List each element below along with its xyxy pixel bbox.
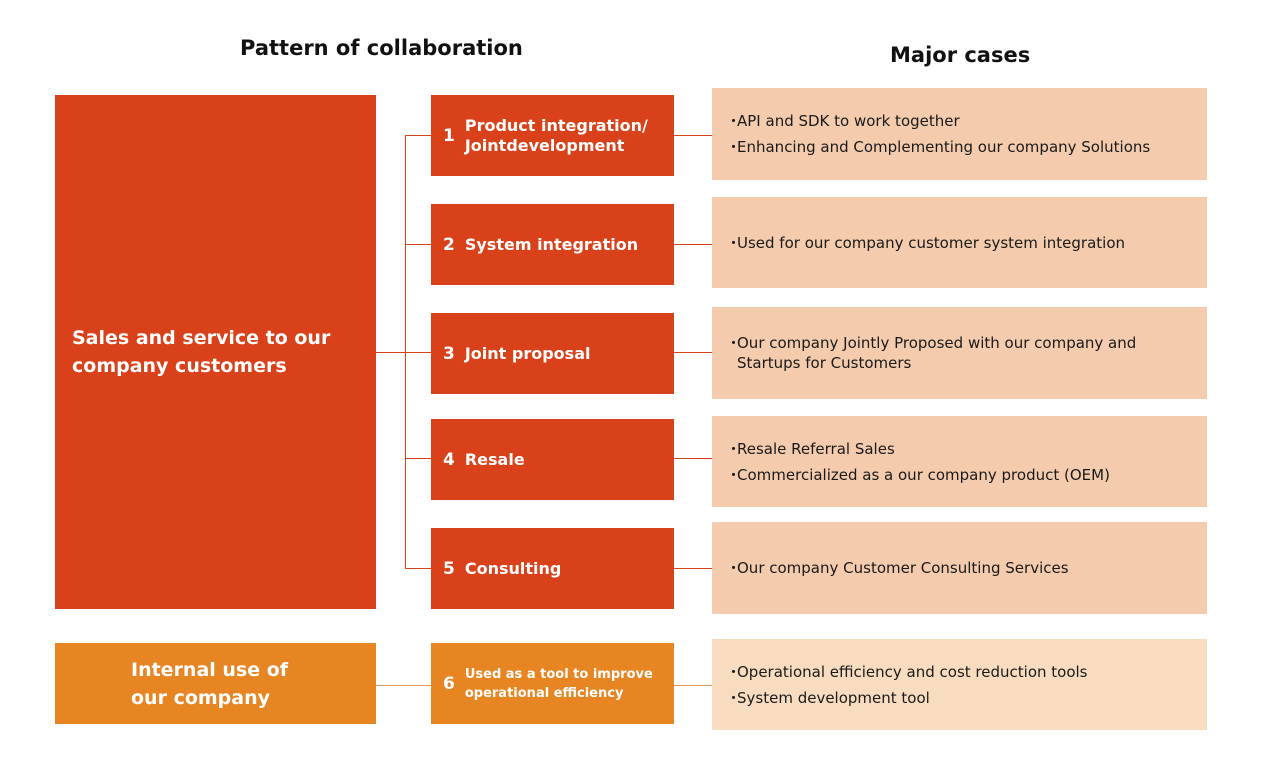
- case-item: ・Commercialized as a our company product…: [726, 462, 1207, 488]
- case-text: Our company Jointly Proposed with our co…: [737, 334, 1137, 372]
- sales-service-group-box: Sales and service to our company custome…: [55, 95, 376, 609]
- pattern-number: 4: [443, 449, 455, 470]
- pattern-number: 6: [443, 673, 455, 694]
- pattern-box-1: 1 Product integration/Jointdevelopment: [431, 95, 674, 176]
- pattern-box-4: 4 Resale: [431, 419, 674, 500]
- case-item: ・Operational efficiency and cost reducti…: [726, 659, 1207, 685]
- case-box-3: ・Our company Jointly Proposed with our c…: [712, 307, 1207, 399]
- bullet-icon: ・: [726, 662, 742, 681]
- connector-internal-to-pattern-6: [376, 685, 431, 686]
- pattern-label-line1: Used as a tool to improve: [464, 666, 653, 682]
- sales-group-label-line1: Sales and service to our: [72, 327, 331, 349]
- bullet-icon: ・: [726, 233, 742, 252]
- case-text: Resale Referral Sales: [737, 439, 895, 458]
- pattern-label: Consulting: [464, 558, 562, 578]
- connector-pattern-5-case: [674, 568, 712, 569]
- bullet-icon: ・: [726, 465, 742, 484]
- pattern-label-line2: operational efficiency: [464, 685, 624, 701]
- internal-group-label-line2: our company: [131, 686, 271, 709]
- connector-pattern-2-case: [674, 244, 712, 245]
- pattern-box-6: 6 Used as a tool to improve operational e…: [431, 643, 674, 724]
- bullet-icon: ・: [726, 138, 742, 156]
- connector-pattern-4-case: [674, 458, 712, 459]
- bullet-icon: ・: [726, 559, 742, 577]
- case-box-2: ・Used for our company customer system in…: [712, 197, 1207, 288]
- pattern-label-line1: Product integration/: [464, 115, 648, 135]
- internal-use-group-box: Internal use of our company: [55, 643, 376, 724]
- case-item: ・Our company Customer Consulting Service…: [726, 555, 1207, 581]
- pattern-label: Resale: [464, 449, 525, 469]
- case-item: ・System development tool: [726, 685, 1207, 711]
- connector-sales-to-trunk: [376, 352, 405, 353]
- connector-branch-5: [405, 568, 431, 569]
- sales-group-label-line2: company customers: [72, 355, 287, 377]
- pattern-number: 1: [443, 125, 455, 146]
- case-text: Used for our company customer system int…: [737, 233, 1126, 252]
- case-text: Operational efficiency and cost reductio…: [737, 662, 1088, 681]
- bullet-icon: ・: [726, 688, 742, 707]
- pattern-number: 2: [443, 234, 455, 255]
- case-box-1: ・API and SDK to work together ・Enhancing…: [712, 88, 1207, 180]
- connector-branch-3: [405, 352, 431, 353]
- bullet-icon: ・: [726, 334, 742, 352]
- major-cases-heading: Major cases: [890, 43, 1031, 67]
- case-text: Commercialized as a our company product …: [737, 465, 1110, 484]
- case-item: ・Resale Referral Sales: [726, 436, 1207, 462]
- pattern-box-2: 2 System integration: [431, 204, 674, 285]
- pattern-box-3: 3 Joint proposal: [431, 313, 674, 394]
- pattern-label: Joint proposal: [464, 343, 591, 363]
- case-text: Our company Customer Consulting Services: [737, 559, 1069, 577]
- connector-pattern-1-case: [674, 135, 712, 136]
- case-text: Enhancing and Complementing our company …: [737, 138, 1151, 156]
- connector-branch-2: [405, 244, 431, 245]
- case-text: API and SDK to work together: [737, 112, 960, 130]
- case-text: System development tool: [737, 688, 930, 707]
- pattern-number: 5: [443, 558, 455, 579]
- pattern-box-5: 5 Consulting: [431, 528, 674, 609]
- pattern-number: 3: [443, 343, 455, 364]
- case-item: ・Our company Jointly Proposed with our c…: [726, 330, 1197, 376]
- case-item: ・API and SDK to work together: [726, 108, 1207, 134]
- connector-pattern-6-case: [674, 685, 712, 686]
- pattern-label: System integration: [464, 234, 639, 254]
- bullet-icon: ・: [726, 439, 742, 458]
- internal-group-label-line1: Internal use of: [131, 658, 289, 681]
- connector-branch-4: [405, 458, 431, 459]
- case-item: ・Used for our company customer system in…: [726, 230, 1207, 256]
- case-item: ・Enhancing and Complementing our company…: [726, 134, 1207, 160]
- pattern-label-line2: Jointdevelopment: [464, 135, 625, 155]
- case-box-6: ・Operational efficiency and cost reducti…: [712, 639, 1207, 730]
- case-box-4: ・Resale Referral Sales ・Commercialized a…: [712, 416, 1207, 507]
- bullet-icon: ・: [726, 112, 742, 130]
- pattern-heading: Pattern of collaboration: [240, 36, 523, 60]
- connector-pattern-3-case: [674, 352, 712, 353]
- case-box-5: ・Our company Customer Consulting Service…: [712, 522, 1207, 614]
- connector-branch-1: [405, 135, 431, 136]
